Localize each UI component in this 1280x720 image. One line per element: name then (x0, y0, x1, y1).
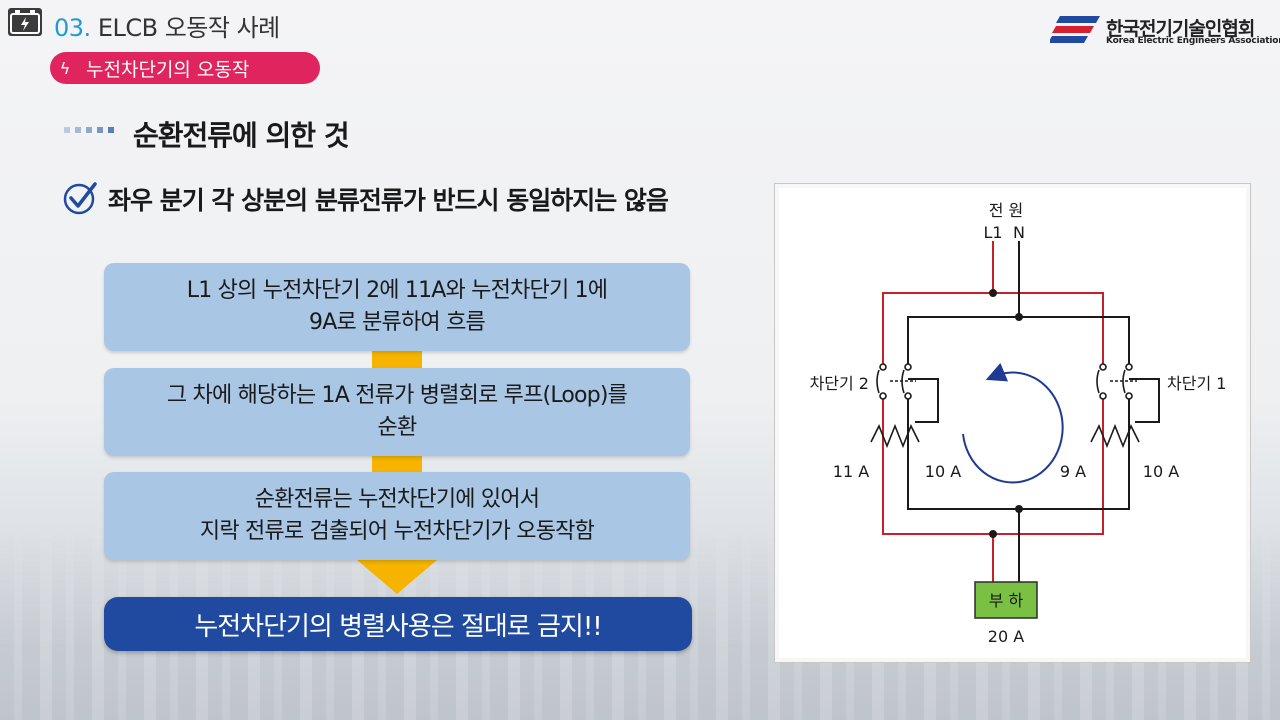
bullet-text: 좌우 분기 각 상분의 분류전류가 반드시 동일하지는 않음 (108, 186, 669, 215)
subtitle-badge: ϟ 누전차단기의 오동작 (50, 52, 320, 84)
logo-mark-icon (1048, 16, 1100, 43)
lightning-icon: ϟ (59, 58, 71, 78)
zct-coil-icon (870, 423, 920, 449)
flow-connector (372, 351, 422, 368)
circuit-diagram: 전 원 L1 N 차단기 2 차단기 1 11 A 10 A 9 A 10 A … (774, 183, 1251, 663)
flow-box: 순환전류는 누전차단기에 있어서 지락 전류로 검출되어 누전차단기가 오동작함 (104, 472, 690, 560)
down-arrow-icon (357, 560, 437, 594)
junction-dots (989, 289, 1023, 538)
check-icon (63, 182, 97, 215)
logo-korean: 한국전기기술인협회 (1106, 18, 1255, 40)
load-current: 20 A (988, 627, 1024, 646)
flow-box: 그 차에 해당하는 1A 전류가 병렬회로 루프(Loop)를 순환 (104, 368, 690, 456)
loop-arrow-icon (962, 362, 1064, 484)
load-label: 부 하 (989, 591, 1024, 610)
flow-connector (372, 456, 422, 472)
conclusion-text: 누전차단기의 병렬사용은 절대로 금지!! (194, 611, 602, 642)
current-right-n: 10 A (1143, 462, 1179, 481)
flow-box-text: L1 상의 누전차단기 2에 11A와 누전차단기 1에 9A로 분류하여 흐름 (186, 278, 608, 335)
current-left-n: 10 A (925, 462, 961, 481)
n-label: N (1013, 223, 1025, 242)
breaker-1-icon (1096, 363, 1137, 400)
section-title: 03. ELCB 오동작 사례 (54, 8, 280, 43)
source-label: 전 원 (989, 201, 1024, 220)
breaker-2-label: 차단기 2 (810, 374, 869, 393)
heading-dots (64, 127, 114, 133)
conclusion-box: 누전차단기의 병렬사용은 절대로 금지!! (104, 597, 692, 651)
organization-logo: 한국전기기술인협회 Korea Electric Engineers Assoc… (1048, 14, 1280, 48)
section-title-text: ELCB 오동작 사례 (97, 14, 280, 42)
heading: 순환전류에 의한 것 (133, 119, 350, 152)
l1-label: L1 (983, 223, 1002, 242)
flow-box: L1 상의 누전차단기 2에 11A와 누전차단기 1에 9A로 분류하여 흐름 (104, 263, 690, 351)
breaker-2-icon (876, 363, 916, 400)
subtitle-text: 누전차단기의 오동작 (86, 58, 250, 81)
zct-coil-icon (1090, 423, 1140, 449)
current-left-l1: 11 A (833, 462, 869, 481)
breaker-1-label: 차단기 1 (1167, 374, 1226, 393)
flow-box-text: 순환전류는 누전차단기에 있어서 지락 전류로 검출되어 누전차단기가 오동작함 (199, 487, 595, 544)
current-right-l1: 9 A (1060, 462, 1086, 481)
load-box (974, 581, 1038, 619)
flow-box-text: 그 차에 해당하는 1A 전류가 병렬회로 루프(Loop)를 순환 (166, 383, 628, 440)
logo-english: Korea Electric Engineers Association (1106, 36, 1280, 46)
battery-icon (8, 8, 42, 36)
section-number: 03. (54, 14, 91, 42)
